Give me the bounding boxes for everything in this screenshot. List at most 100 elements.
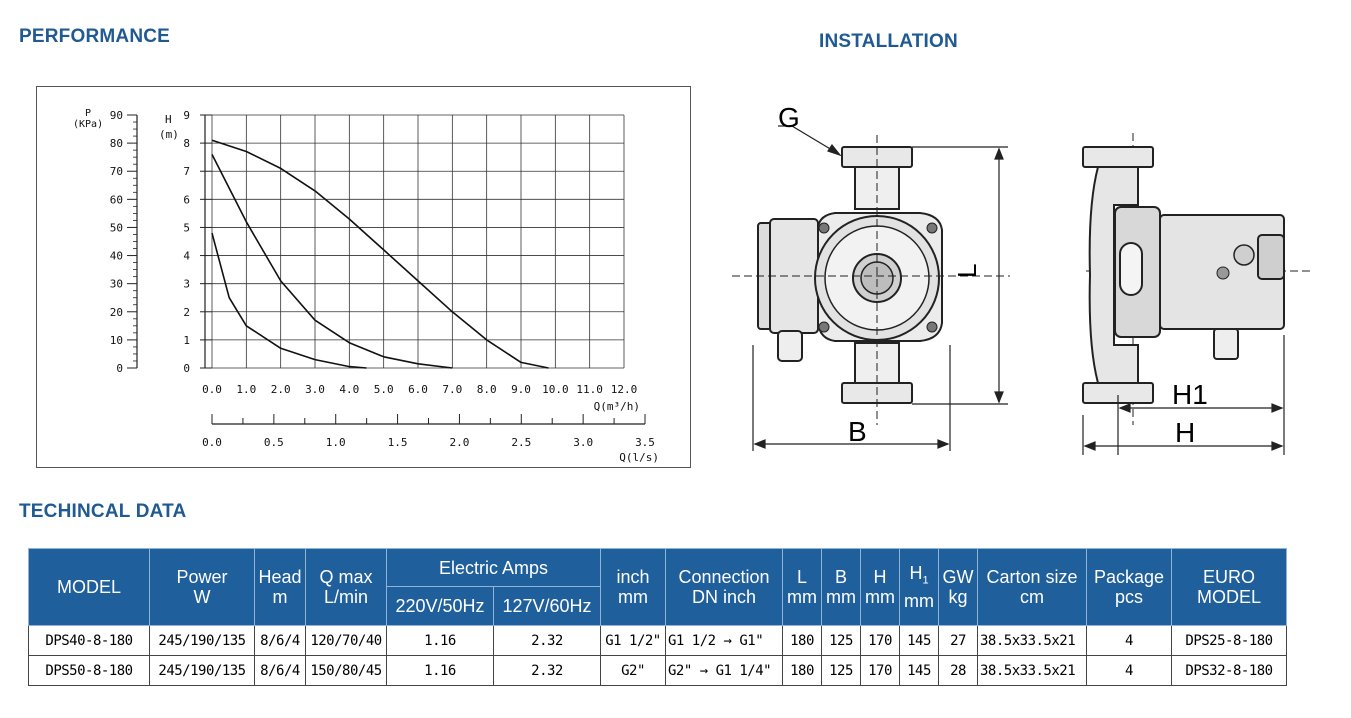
q-tick-label: 7.0 [442,383,462,396]
ls-tick-label: 3.5 [635,436,655,449]
q-tick-label: 0.0 [202,383,222,396]
cell-qmax: 120/70/40 [305,625,387,656]
q-tick-label: 4.0 [339,383,359,396]
p-axis-unit: (KPa) [73,119,103,130]
h-tick-label: 8 [183,137,190,150]
ls-axis-label: Q(l/s) [619,451,659,464]
label-l: L [952,264,982,278]
col-amps-127: 127V/60Hz [493,586,601,626]
ls-tick-label: 3.0 [573,436,593,449]
cell-gw: 28 [938,655,978,686]
table-row: DPS50-8-180 245/190/135 8/6/4 150/80/45 … [28,655,1287,686]
cell-h1: 145 [899,625,939,656]
vent-plug [1119,242,1143,296]
cell-b: 125 [821,655,861,686]
cell-l: 180 [782,625,822,656]
table-row: DPS40-8-180 245/190/135 8/6/4 120/70/40 … [28,625,1287,656]
p-tick-label: 90 [110,109,123,122]
cell-model: DPS50-8-180 [28,655,150,686]
col-amps-220: 220V/50Hz [386,586,494,626]
h-tick-label: 4 [183,250,190,263]
p-tick-label: 50 [110,221,123,234]
bolt-icon [926,222,938,234]
cell-amps-220: 1.16 [386,625,494,656]
h-axis-unit: (m) [159,128,179,141]
installation-drawing: G B H1 H L [732,102,1310,455]
h-tick-label: 6 [183,193,190,206]
col-model: MODEL [28,548,150,626]
cell-package: 4 [1086,655,1172,686]
h-tick-label: 0 [183,362,190,375]
p-axis-label: P [85,108,91,119]
q-tick-label: 6.0 [408,383,428,396]
ls-tick-label: 1.0 [326,436,346,449]
h-tick-label: 3 [183,278,190,291]
p-tick-label: 30 [110,278,123,291]
h-tick-label: 2 [183,306,190,319]
cell-amps-220: 1.16 [386,655,494,686]
cell-amps-127: 2.32 [493,625,601,656]
performance-chart-svg: 0123456789H(m)0102030405060708090P(KPa)0… [73,108,659,464]
label-h1: H1 [1172,379,1208,410]
cell-connection: G1 1/2 → G1" [665,625,783,656]
ls-tick-label: 0.0 [202,436,222,449]
bolt-icon [926,321,938,333]
q-tick-label: 2.0 [271,383,291,396]
p-tick-label: 40 [110,250,123,263]
cell-euro: DPS32-8-180 [1171,655,1287,686]
speed-switch [1257,234,1285,280]
q-tick-label: 3.0 [305,383,325,396]
q-tick-label: 8.0 [477,383,497,396]
cell-qmax: 150/80/45 [305,655,387,686]
q-tick-label: 9.0 [511,383,531,396]
front-view [757,146,943,404]
cell-b: 125 [821,625,861,656]
installation-heading: INSTALLATION [819,31,958,52]
switch-knob-icon [1233,244,1255,266]
cable-gland [777,330,803,362]
cell-inch: G2" [600,655,666,686]
cell-h: 170 [860,655,900,686]
cell-amps-127: 2.32 [493,655,601,686]
cell-connection: G2" → G1 1/4" [665,655,783,686]
performance-heading: PERFORMANCE [19,26,171,47]
cell-gw: 27 [938,625,978,656]
p-tick-label: 20 [110,306,123,319]
curve-series-1 [211,139,549,369]
q-axis-label: Q(m³/h) [594,400,640,413]
ls-tick-label: 2.0 [449,436,469,449]
label-b: B [848,416,867,447]
q-tick-label: 11.0 [576,383,603,396]
q-tick-label: 5.0 [374,383,394,396]
h-tick-label: 1 [183,334,190,347]
ls-tick-label: 2.5 [511,436,531,449]
curve-series-2 [211,154,453,369]
cell-l: 180 [782,655,822,686]
cell-carton: 38.5x33.5x21 [977,625,1087,656]
cell-head: 8/6/4 [254,625,306,656]
ls-tick-label: 1.5 [388,436,408,449]
bolt-icon [818,321,830,333]
p-tick-label: 70 [110,165,123,178]
cell-h1: 145 [899,655,939,686]
h-axis-label: H [165,113,172,126]
label-h: H [1175,417,1195,448]
cable-gland [1213,328,1239,360]
ls-tick-label: 0.5 [264,436,284,449]
cell-model: DPS40-8-180 [28,625,150,656]
screw-icon [1216,266,1230,280]
